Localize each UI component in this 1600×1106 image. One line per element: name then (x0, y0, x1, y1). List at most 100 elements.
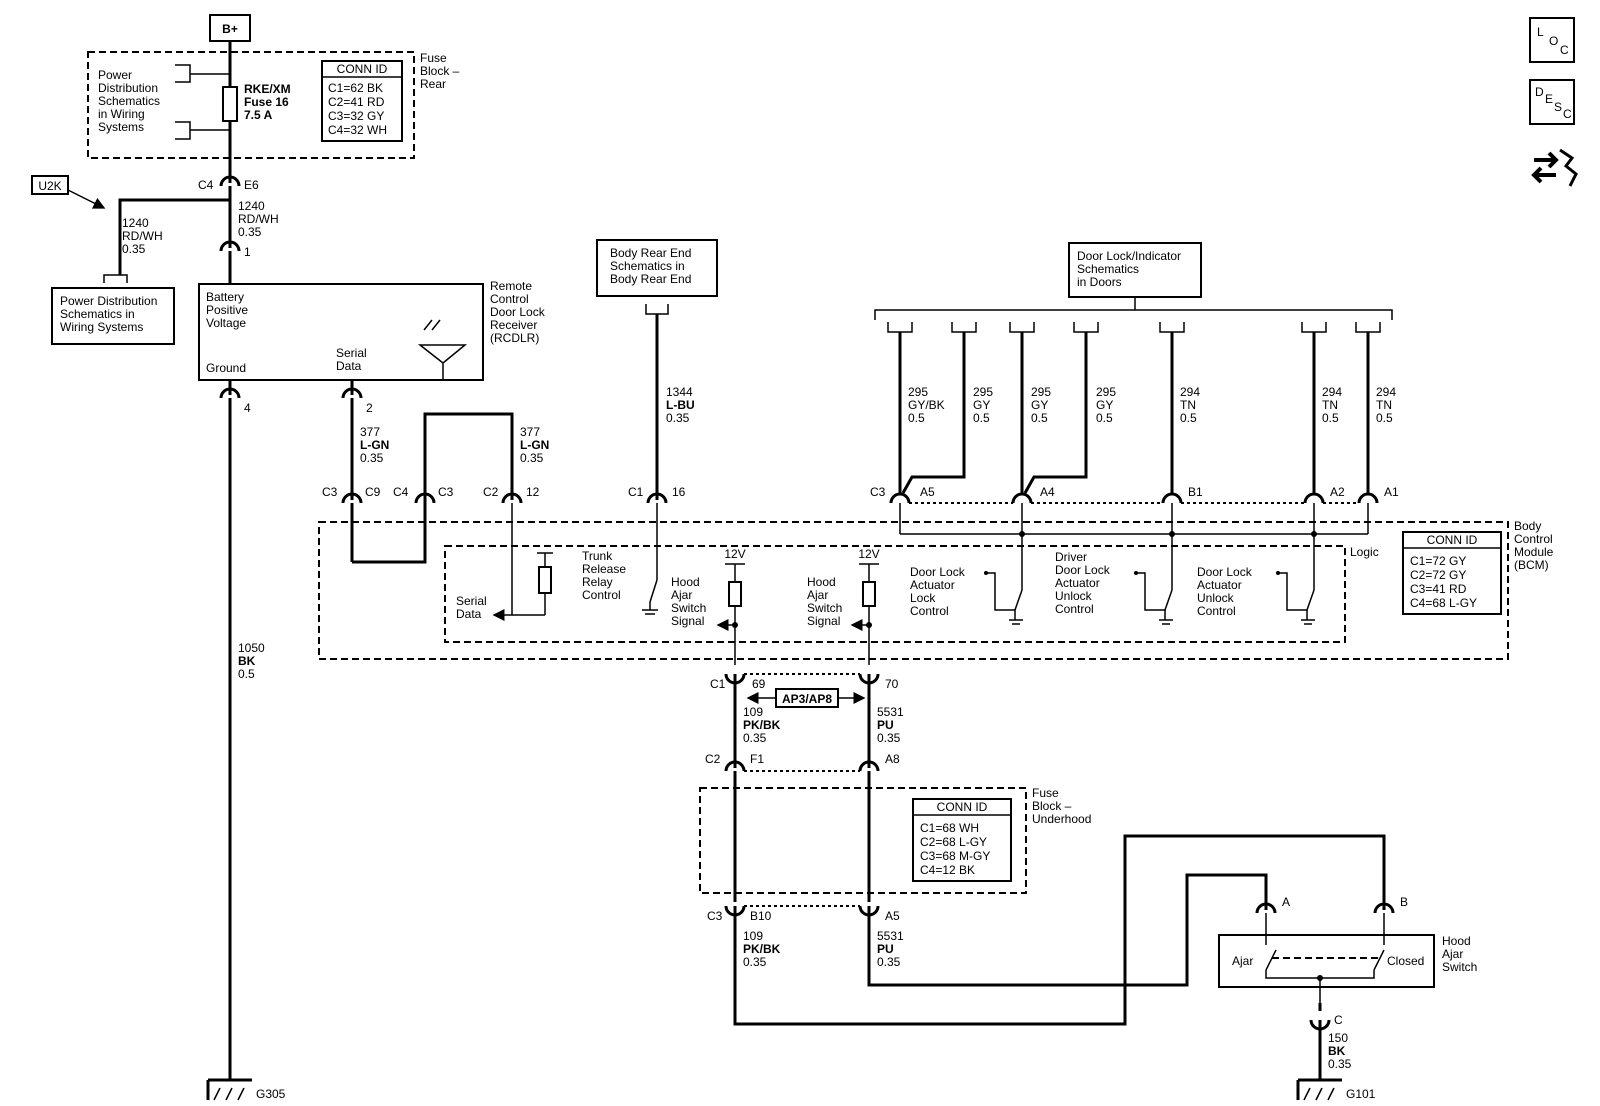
loc-icon[interactable]: L O C (1529, 17, 1575, 63)
svg-text:0.35: 0.35 (1328, 1057, 1352, 1071)
svg-text:(RCDLR): (RCDLR) (490, 331, 539, 345)
svg-text:in Doors: in Doors (1077, 275, 1122, 289)
connector-c4-e6 (219, 175, 241, 187)
svg-text:A4: A4 (1040, 485, 1055, 499)
svg-text:C3=68 M-GY: C3=68 M-GY (920, 849, 990, 863)
svg-text:Actuator: Actuator (1055, 576, 1100, 590)
svg-text:TN: TN (1322, 398, 1338, 412)
svg-text:PK/BK: PK/BK (743, 718, 781, 732)
svg-text:PK/BK: PK/BK (743, 942, 781, 956)
ground-g101: G101 (1296, 1078, 1376, 1101)
wiring-repair-icon[interactable] (1531, 148, 1578, 187)
pd-schematics-box: Power Distribution Schematics in Wiring … (51, 287, 175, 345)
ground-g305: G305 (206, 1078, 286, 1101)
svg-text:1: 1 (244, 245, 251, 259)
svg-text:C4: C4 (198, 178, 214, 192)
svg-text:A2: A2 (1330, 485, 1345, 499)
svg-text:12V: 12V (724, 547, 745, 561)
svg-text:BK: BK (238, 654, 256, 668)
svg-text:0.35: 0.35 (360, 451, 384, 465)
svg-text:C1: C1 (628, 485, 644, 499)
svg-text:Lock: Lock (910, 591, 936, 605)
svg-text:L-GN: L-GN (360, 438, 389, 452)
svg-text:C1=72 GY: C1=72 GY (1410, 554, 1466, 568)
svg-text:12V: 12V (858, 547, 879, 561)
bcm-driver-unlock: Driver Door Lock Actuator Unlock Control (1055, 545, 1173, 625)
svg-text:Door Lock: Door Lock (910, 565, 966, 579)
svg-text:0.5: 0.5 (908, 411, 925, 425)
bcm-door-unlock: Door Lock Actuator Unlock Control (1197, 545, 1315, 625)
svg-text:Switch: Switch (671, 601, 706, 615)
svg-text:A5: A5 (920, 485, 935, 499)
svg-text:5531: 5531 (877, 705, 904, 719)
bcm-hood-ajar-2: Hood Ajar Switch Signal 12V (807, 547, 880, 665)
svg-text:BK: BK (1328, 1044, 1346, 1058)
svg-text:S: S (1554, 100, 1562, 114)
svg-text:0.35: 0.35 (877, 731, 901, 745)
svg-text:0.5: 0.5 (1322, 411, 1339, 425)
rcdlr-module: Battery Positive Voltage Ground Serial D… (198, 279, 546, 381)
svg-text:A1: A1 (1384, 485, 1399, 499)
door-connectors (887, 322, 1381, 333)
svg-text:C2=68 L-GY: C2=68 L-GY (920, 835, 987, 849)
svg-text:C9: C9 (365, 485, 381, 499)
svg-text:Unlock: Unlock (1197, 591, 1235, 605)
svg-text:L: L (1537, 25, 1544, 39)
svg-text:Module: Module (1514, 545, 1554, 559)
svg-text:C2: C2 (705, 752, 721, 766)
svg-text:B+: B+ (222, 22, 238, 36)
svg-text:0.35: 0.35 (520, 451, 544, 465)
bcm-trunk-release: Trunk Release Relay Control (582, 549, 658, 615)
ap3-ap8-label: AP3/AP8 (746, 688, 866, 708)
svg-text:CONN ID: CONN ID (937, 800, 988, 814)
svg-text:Actuator: Actuator (1197, 578, 1242, 592)
desc-icon[interactable]: D E S C (1529, 79, 1575, 125)
u2k-label: U2K (31, 175, 106, 209)
svg-text:C3=32 GY: C3=32 GY (328, 109, 384, 123)
svg-text:150: 150 (1328, 1031, 1348, 1045)
svg-text:Ajar: Ajar (671, 588, 692, 602)
svg-text:Underhood: Underhood (1032, 812, 1091, 826)
svg-text:C4=68 L-GY: C4=68 L-GY (1410, 596, 1477, 610)
conn-id-rear: CONN ID C1=62 BK C2=41 RD C3=32 GY C4=32… (321, 60, 403, 142)
svg-text:377: 377 (520, 425, 540, 439)
svg-text:Control: Control (582, 588, 621, 602)
svg-text:Trunk: Trunk (582, 549, 613, 563)
svg-text:Body: Body (1514, 519, 1541, 533)
svg-text:Actuator: Actuator (910, 578, 955, 592)
svg-text:Serial: Serial (456, 594, 487, 608)
svg-text:C3: C3 (707, 909, 723, 923)
svg-text:1050: 1050 (238, 641, 265, 655)
svg-text:Wiring Systems: Wiring Systems (60, 320, 143, 334)
svg-text:TN: TN (1180, 398, 1196, 412)
bcm-door-lock-control: Door Lock Actuator Lock Control (910, 545, 1023, 625)
svg-text:E6: E6 (244, 178, 259, 192)
svg-text:1344: 1344 (666, 385, 693, 399)
svg-text:295: 295 (908, 385, 928, 399)
svg-text:295: 295 (1031, 385, 1051, 399)
svg-text:Receiver: Receiver (490, 318, 537, 332)
svg-text:Schematics in: Schematics in (610, 259, 685, 273)
svg-text:C2=41 RD: C2=41 RD (328, 95, 385, 109)
svg-text:Schematics: Schematics (1077, 262, 1139, 276)
svg-text:Power Distribution: Power Distribution (60, 294, 157, 308)
svg-text:Door Lock: Door Lock (1055, 563, 1111, 577)
svg-text:Unlock: Unlock (1055, 589, 1093, 603)
fuse-16: RKE/XM Fuse 16 7.5 A (222, 82, 291, 122)
svg-text:L-GN: L-GN (520, 438, 549, 452)
svg-text:Door Lock: Door Lock (490, 305, 546, 319)
svg-text:Door Lock: Door Lock (1197, 565, 1253, 579)
svg-text:TN: TN (1376, 398, 1392, 412)
svg-text:C2=72 GY: C2=72 GY (1410, 568, 1466, 582)
svg-text:A5: A5 (885, 909, 900, 923)
svg-text:RD/WH: RD/WH (122, 229, 163, 243)
svg-text:C3=41 RD: C3=41 RD (1410, 582, 1467, 596)
svg-text:16: 16 (672, 485, 686, 499)
svg-text:A8: A8 (885, 752, 900, 766)
svg-text:295: 295 (1096, 385, 1116, 399)
svg-text:F1: F1 (750, 752, 764, 766)
svg-text:109: 109 (743, 705, 763, 719)
svg-text:Switch: Switch (1442, 960, 1477, 974)
bcm-hood-ajar-1: Hood Ajar Switch Signal 12V (671, 547, 746, 665)
svg-text:Ajar: Ajar (807, 588, 828, 602)
